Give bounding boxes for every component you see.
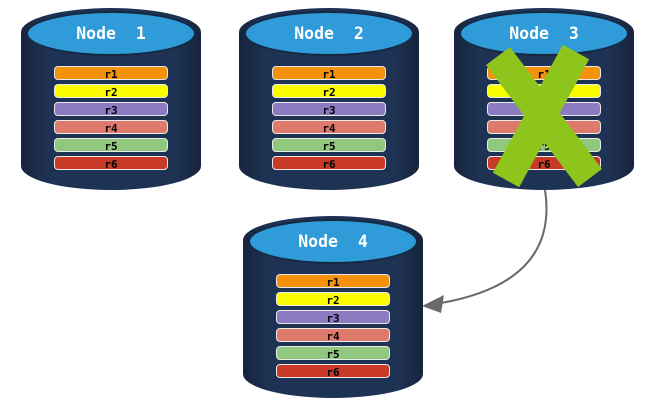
replica-label: r4 xyxy=(537,122,551,135)
node-3-replica-r6: r6 xyxy=(487,156,601,171)
node-3-replica-r2: r2 xyxy=(487,84,601,99)
node-2-cylinder-top: Node 2 xyxy=(244,11,414,56)
replica-label: r4 xyxy=(104,122,118,135)
node-2-title: Node 2 xyxy=(294,24,364,43)
node-2-replica-r4: r4 xyxy=(272,120,386,135)
node-4-replica-r1: r1 xyxy=(276,274,390,289)
node-4-replica-r2: r2 xyxy=(276,292,390,307)
node-3: Node 3 r1 r2 r3 r4 r5 r6 xyxy=(454,8,634,190)
node-1-replica-r2: r2 xyxy=(54,84,168,99)
replica-label: r1 xyxy=(104,68,118,81)
node-4-replica-r6: r6 xyxy=(276,364,390,379)
node-1-replica-r5: r5 xyxy=(54,138,168,153)
node-3-replica-r4: r4 xyxy=(487,120,601,135)
replica-label: r1 xyxy=(326,276,340,289)
replica-label: r1 xyxy=(322,68,336,81)
replica-label: r5 xyxy=(104,140,118,153)
replica-label: r3 xyxy=(326,312,340,325)
node-2-replica-r5: r5 xyxy=(272,138,386,153)
node-2-replica-r1: r1 xyxy=(272,66,386,81)
node-1-replica-r6: r6 xyxy=(54,156,168,171)
node-3-cylinder-top: Node 3 xyxy=(459,11,629,56)
node-4-title: Node 4 xyxy=(298,232,368,251)
replica-label: r4 xyxy=(326,330,340,343)
arrowhead-icon xyxy=(422,295,444,313)
node-1-cylinder-top: Node 1 xyxy=(26,11,196,56)
node-4: Node 4 r1 r2 r3 r4 r5 r6 xyxy=(243,216,423,398)
replica-label: r1 xyxy=(537,68,551,81)
node-2-replica-r6: r6 xyxy=(272,156,386,171)
node-3-replica-stack: r1 r2 r3 r4 r5 r6 xyxy=(487,66,601,174)
replica-label: r5 xyxy=(326,348,340,361)
node-4-replica-r3: r3 xyxy=(276,310,390,325)
replica-label: r2 xyxy=(322,86,336,99)
node-1-title: Node 1 xyxy=(76,24,146,43)
node-1: Node 1 r1 r2 r3 r4 r5 r6 xyxy=(21,8,201,190)
node-2: Node 2 r1 r2 r3 r4 r5 r6 xyxy=(239,8,419,190)
node-3-replica-r3: r3 xyxy=(487,102,601,117)
node-3-replica-r5: r5 xyxy=(487,138,601,153)
replica-label: r6 xyxy=(322,158,336,171)
node-2-replica-stack: r1 r2 r3 r4 r5 r6 xyxy=(272,66,386,174)
replica-label: r6 xyxy=(104,158,118,171)
replica-label: r2 xyxy=(537,86,551,99)
replica-label: r2 xyxy=(326,294,340,307)
node-1-replica-r1: r1 xyxy=(54,66,168,81)
node-4-replica-r4: r4 xyxy=(276,328,390,343)
replica-label: r6 xyxy=(326,366,340,379)
replica-label: r5 xyxy=(537,140,551,153)
replica-label: r3 xyxy=(322,104,336,117)
node-1-replica-r4: r4 xyxy=(54,120,168,135)
node-1-replica-stack: r1 r2 r3 r4 r5 r6 xyxy=(54,66,168,174)
node-4-replica-r5: r5 xyxy=(276,346,390,361)
replica-label: r3 xyxy=(537,104,551,117)
node-4-replica-stack: r1 r2 r3 r4 r5 r6 xyxy=(276,274,390,382)
node-1-replica-r3: r3 xyxy=(54,102,168,117)
arrow-curve xyxy=(440,189,548,304)
node-3-replica-r1: r1 xyxy=(487,66,601,81)
node-3-title: Node 3 xyxy=(509,24,579,43)
replica-label: r4 xyxy=(322,122,336,135)
node-2-replica-r2: r2 xyxy=(272,84,386,99)
node-4-cylinder-top: Node 4 xyxy=(248,219,418,264)
replica-label: r6 xyxy=(537,158,551,171)
replica-label: r2 xyxy=(104,86,118,99)
replica-label: r5 xyxy=(322,140,336,153)
replica-label: r3 xyxy=(104,104,118,117)
node-2-replica-r3: r3 xyxy=(272,102,386,117)
